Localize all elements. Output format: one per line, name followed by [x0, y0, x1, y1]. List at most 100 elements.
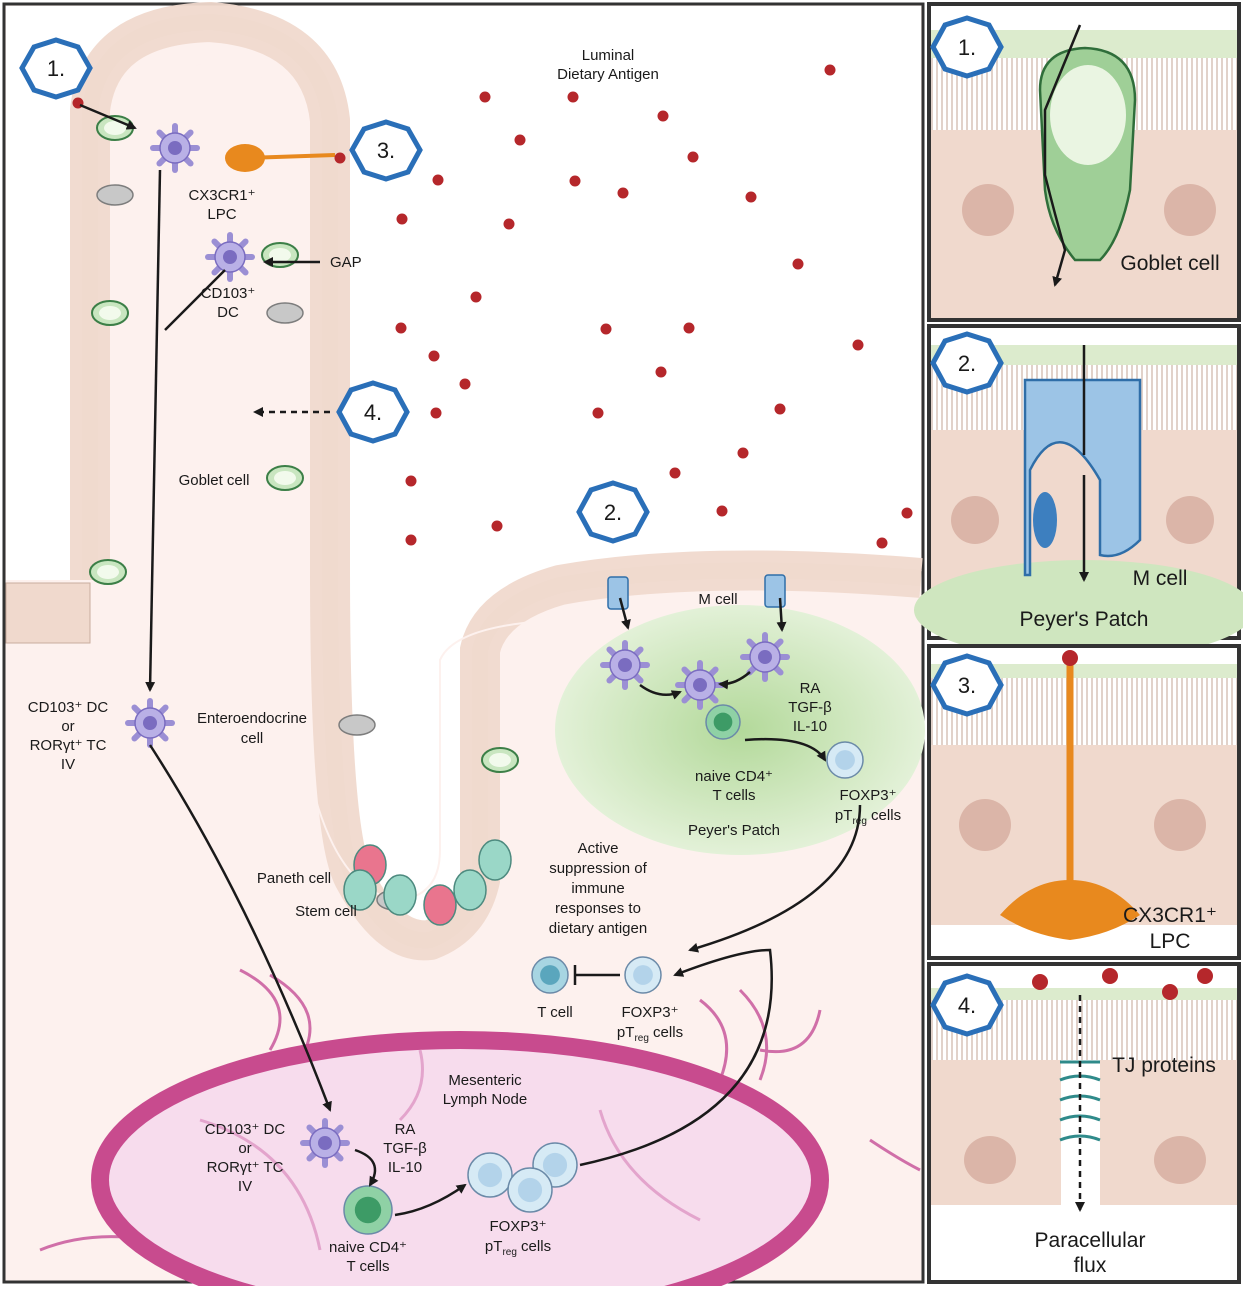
dc-pp-left-nucleus: [618, 658, 632, 672]
stem-label: Stem cell: [295, 903, 357, 920]
arrow-dc-to-lamina: [145, 169, 162, 692]
crypt-base-cell-4: [453, 869, 487, 911]
antigen-dot-9: [432, 174, 444, 186]
epithelium-left: [5, 582, 91, 644]
antigen-dot-7: [569, 175, 581, 187]
main-panel: 1. 3. 4. 2. Luminal Dietary Antigen CX3C…: [2, 1, 925, 1291]
suppression-label-5: dietary antigen: [549, 920, 647, 937]
antigen-dot-30: [901, 507, 913, 519]
pp-treg-reg: reg: [852, 816, 866, 827]
migrating-label-2: or: [61, 718, 74, 735]
dc-pp-center-nucleus: [693, 678, 707, 692]
migrating-label-3: RORγt⁺ TC: [30, 737, 107, 754]
cd103-dc-label-2: DC: [217, 304, 239, 321]
arrow-dc2-path: [164, 269, 226, 331]
mln-apc-label-4: IV: [238, 1178, 252, 1195]
suppression-label-4: responses to: [555, 900, 641, 917]
antigen-dot-21: [655, 366, 667, 378]
mln-treg-cell-1-nucleus: [477, 1162, 503, 1188]
treg-cells: cells: [649, 1024, 683, 1041]
badge-2-main: 2.: [576, 480, 650, 544]
cx3cr1-lpc: [225, 144, 336, 172]
dc-migrating-nucleus: [143, 716, 157, 730]
crypt-base-cell-6: [343, 869, 377, 911]
antigen-dot-12: [503, 218, 515, 230]
panel-2-m-cell: [1023, 378, 1142, 577]
lumen-label-1: Luminal: [582, 47, 635, 64]
dc-villus-top: [150, 123, 200, 173]
antigen-dot-6: [687, 151, 699, 163]
panel-3-label-2: LPC: [1150, 930, 1191, 953]
treg-label-1: FOXP3⁺: [621, 1004, 678, 1021]
crypt-base-cell-5: [478, 839, 512, 881]
goblet-villus-4-granules: [274, 471, 296, 485]
antigen-dot-1: [479, 91, 491, 103]
mln-treg-cell-3: [507, 1167, 553, 1213]
panel-3-badge-text: 3.: [958, 673, 976, 698]
pp-treg-pt: pT: [835, 807, 853, 824]
cx3cr1-lpc-body: [225, 144, 265, 172]
antigen-dot-17: [683, 322, 695, 334]
panel-1-badge: 1.: [930, 15, 1004, 79]
dc-cd103-nucleus: [223, 250, 237, 264]
cx3cr1-label-1: CX3CR1⁺: [188, 187, 255, 204]
lumen: [6, 6, 921, 936]
panel-4-label-b-1: Paracellular: [1035, 1229, 1146, 1252]
suppression-bar: [573, 965, 620, 985]
enteroendocrine-cell-3: [338, 714, 376, 736]
dc-villus-top-nucleus: [168, 141, 182, 155]
pp-treg-cell: [826, 741, 864, 779]
enteroendocrine-cell-1: [96, 184, 134, 206]
m-cell-2: [764, 574, 786, 608]
arrow-lamina-to-mln: [148, 744, 332, 1112]
panel-2-label-a: M cell: [1133, 567, 1188, 590]
mln-label-1: Mesenteric: [448, 1072, 522, 1089]
antigen-dot-5: [514, 134, 526, 146]
panel-3-label-1: CX3CR1⁺: [1123, 904, 1217, 927]
badge-4-text: 4.: [364, 400, 382, 425]
treg-cell-nucleus: [633, 965, 653, 985]
enteroendocrine-label-2: cell: [241, 730, 264, 747]
migrating-label-1: CD103⁺ DC: [28, 699, 109, 716]
panel-4-nucleus-right: [1154, 1136, 1206, 1184]
panel-1-badge-text: 1.: [958, 35, 976, 60]
panel-4-epithelium-right: [1100, 1060, 1237, 1205]
panel-1: 1. Goblet cell: [927, 2, 1241, 322]
arrow-mln-naive-to-treg: [394, 1183, 467, 1217]
badge-3-main: 3.: [349, 119, 423, 182]
antigen-dot-22: [592, 407, 604, 419]
panel-1-badge-shape: [930, 15, 1004, 79]
arrow-pp-to-treg: [688, 804, 862, 953]
antigen-dot-20: [459, 378, 471, 390]
panel-2-badge-text: 2.: [958, 351, 976, 376]
dc-cd103: [205, 232, 255, 282]
goblet-villus-2: [261, 242, 299, 268]
antigen-dot-23: [774, 403, 786, 415]
panel-1-mucin-granules: [1050, 65, 1126, 165]
treg-cell: [624, 956, 662, 994]
t-cell-label: T cell: [537, 1004, 573, 1021]
panel-4-label-b-2: flux: [1074, 1254, 1107, 1277]
panel-1-label: Goblet cell: [1120, 252, 1219, 275]
antigen-dot-31: [405, 534, 417, 546]
panel-4-badge: 4.: [930, 973, 1004, 1037]
mln-treg-cell-1: [467, 1152, 513, 1198]
mln-apc-label-1: CD103⁺ DC: [205, 1121, 286, 1138]
panel-2-nucleus-left: [951, 496, 999, 544]
antigen-dot-3: [657, 110, 669, 122]
effector-t-cell: [531, 956, 569, 994]
main-cells: [89, 115, 864, 1235]
lumen-label-2: Dietary Antigen: [557, 66, 659, 83]
epithelial-cell-layer: [70, 1, 923, 961]
pp-naive-label-1: naive CD4⁺: [695, 768, 773, 785]
mln-naive-t-cell-nucleus: [354, 1196, 382, 1224]
goblet-villus-1: [96, 115, 134, 141]
antigen-dot-15: [395, 322, 407, 334]
antigen-dot-34: [334, 152, 346, 164]
antigen-dot-16: [600, 323, 612, 335]
suppression-label-2: suppression of: [549, 860, 647, 877]
dc-mln-nucleus: [318, 1136, 332, 1150]
crypt-base-cell-2: [383, 874, 417, 916]
pp-treg-cells: cells: [867, 807, 901, 824]
